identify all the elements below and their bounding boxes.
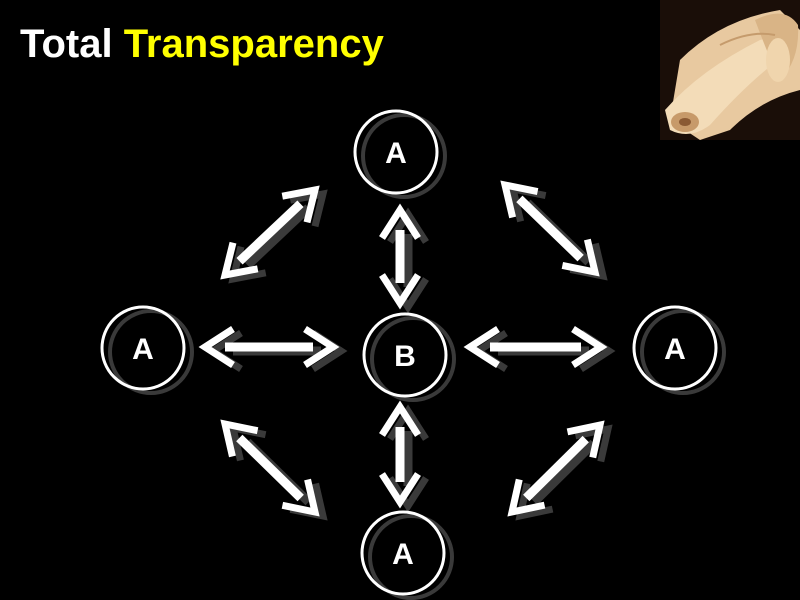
arrow-left-horizontal [198, 326, 340, 368]
node-right-label: A [664, 333, 686, 366]
arrow-top-left [220, 185, 320, 280]
node-center-label: B [394, 340, 416, 373]
title-part-white: Total [20, 22, 113, 66]
title-part-yellow: Transparency [123, 22, 384, 66]
paper-scroll-icon [660, 0, 800, 140]
node-center: B [362, 312, 456, 402]
node-bottom-label: A [392, 538, 414, 571]
node-right: A [632, 305, 726, 395]
arrow-bottom-vertical [379, 400, 421, 509]
arrow-top-right [500, 180, 600, 277]
arrow-top-vertical [379, 203, 421, 310]
node-top-label: A [385, 137, 407, 170]
node-left: A [100, 305, 194, 395]
arrow-bottom-left [220, 419, 320, 517]
node-top: A [353, 109, 447, 199]
arrow-right-horizontal [463, 326, 608, 368]
slide-title: Total Transparency [20, 22, 384, 67]
arrow-bottom-right [507, 420, 605, 517]
node-left-label: A [132, 333, 154, 366]
node-bottom: A [360, 510, 454, 600]
